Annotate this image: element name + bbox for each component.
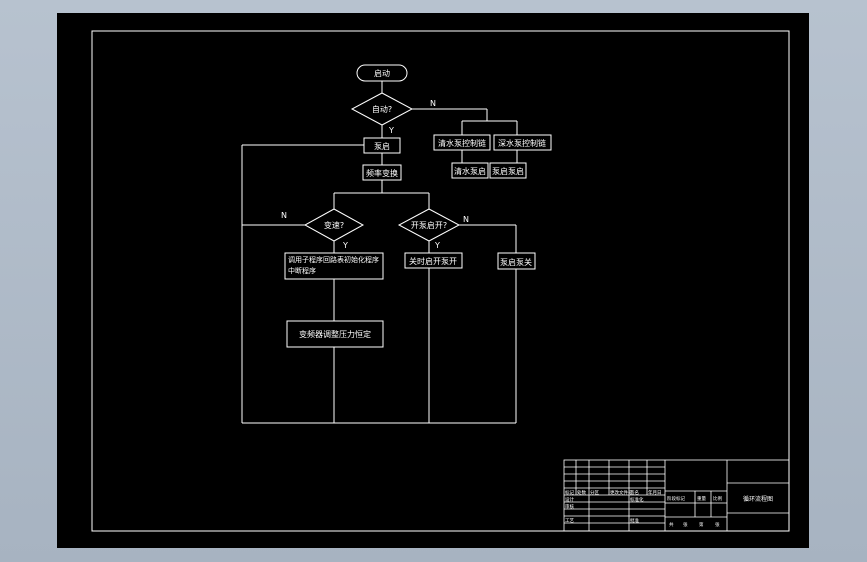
yes-marker-overflow: Y xyxy=(342,241,348,250)
tb-zone: 分区 xyxy=(590,489,599,496)
open-pump-label: 开泵启开? xyxy=(411,220,447,230)
no-marker-open: N xyxy=(463,215,469,224)
tb-process: 工艺 xyxy=(565,518,574,524)
pump-start-label: 泵启 xyxy=(374,141,390,151)
tb-mark: 标记 xyxy=(565,489,574,496)
tb-change-doc: 更改文件号 xyxy=(610,489,633,496)
yes-marker-open: Y xyxy=(434,241,440,250)
timed-open-box xyxy=(404,252,463,269)
call-subroutine-label: 调用子程序回路表初始化程序中断程序 xyxy=(288,256,379,275)
tb-sheet2: 张 xyxy=(715,521,720,528)
tb-scale: 比例 xyxy=(713,495,722,502)
deep-pump-ctrl-box xyxy=(493,134,552,151)
tb-approve: 批准 xyxy=(630,517,639,524)
tb-no: 第 xyxy=(699,521,704,528)
tb-review: 审核 xyxy=(565,503,574,510)
no-marker-overflow: N xyxy=(281,211,287,220)
tb-date: 年月日 xyxy=(648,489,662,496)
tb-design: 设计 xyxy=(565,496,574,503)
inverter-adjust-label: 变频器调整压力恒定 xyxy=(299,329,371,339)
clear-pump-on-label: 清水泵启 xyxy=(454,166,486,176)
timed-open-label: 关时启开泵开 xyxy=(409,256,457,266)
title-block-labels: 标记 处数 分区 更改文件号 签名 年月日 设计 标准化 阶段标记 重量 比例 … xyxy=(565,489,722,528)
tb-stage: 阶段标记 xyxy=(667,495,685,502)
inverter-adjust-box xyxy=(286,320,384,348)
no-marker-auto: N xyxy=(430,99,436,108)
start-label: 启动 xyxy=(374,68,390,78)
clear-pump-on-box xyxy=(451,162,489,179)
flowchart-drawing: 启动 自动? 泵启 频率变换 清水泵控制链 深水泵控制链 清水泵启 泵启泵启 变… xyxy=(91,30,790,532)
tb-sheet1: 张 xyxy=(683,521,688,528)
tb-weight: 重量 xyxy=(697,495,706,502)
freq-converter-label: 频率变换 xyxy=(366,168,398,178)
title-block xyxy=(563,459,790,532)
pump-on-box xyxy=(489,162,527,179)
yes-marker-auto: Y xyxy=(388,126,394,135)
deep-pump-ctrl-label: 深水泵控制链 xyxy=(498,138,546,148)
pump-on-label: 泵启泵启 xyxy=(492,166,524,176)
overflow-label: 变速? xyxy=(324,220,344,230)
pump-off-label: 泵启泵关 xyxy=(500,257,532,267)
drawing-title: 循环流程图 xyxy=(743,495,773,503)
cad-viewport[interactable]: 启动 自动? 泵启 频率变换 清水泵控制链 深水泵控制链 清水泵启 泵启泵启 变… xyxy=(57,13,809,548)
tb-total: 共 xyxy=(669,521,674,528)
clear-pump-ctrl-label: 清水泵控制链 xyxy=(438,138,486,148)
drawing-border xyxy=(91,30,790,532)
tb-count: 处数 xyxy=(577,489,586,496)
tb-sign: 签名 xyxy=(630,489,639,496)
tb-standard: 标准化 xyxy=(630,496,644,503)
call-subroutine-text-wrap: 调用子程序回路表初始化程序中断程序 xyxy=(288,256,379,275)
auto-label: 自动? xyxy=(372,104,392,114)
